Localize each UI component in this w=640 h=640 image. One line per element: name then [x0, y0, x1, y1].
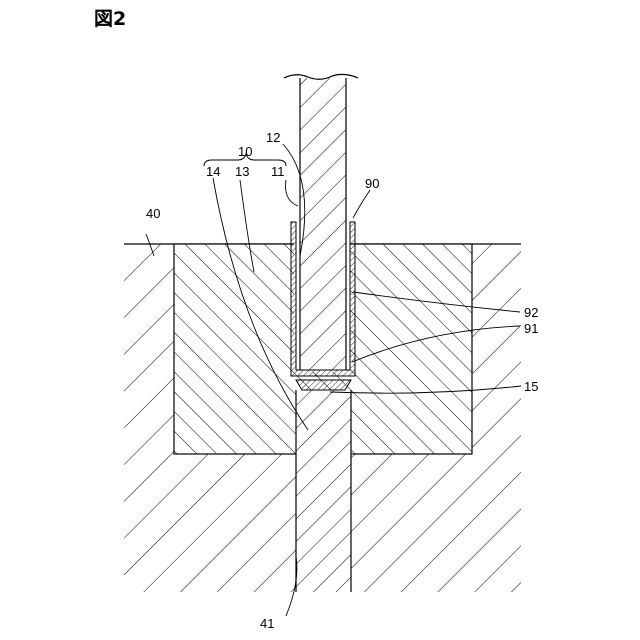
label-14: 14	[206, 164, 220, 179]
label-13: 13	[235, 164, 249, 179]
bottom-plate-15	[296, 380, 351, 390]
label-10: 10	[238, 144, 252, 159]
label-40: 40	[146, 206, 160, 221]
label-11: 11	[271, 164, 285, 179]
label-15: 15	[524, 379, 538, 394]
label-90: 90	[365, 176, 379, 191]
pin-41	[296, 390, 351, 592]
label-92: 92	[524, 305, 538, 320]
label-41: 41	[260, 616, 274, 631]
label-91: 91	[524, 321, 538, 336]
label-12: 12	[266, 130, 280, 145]
